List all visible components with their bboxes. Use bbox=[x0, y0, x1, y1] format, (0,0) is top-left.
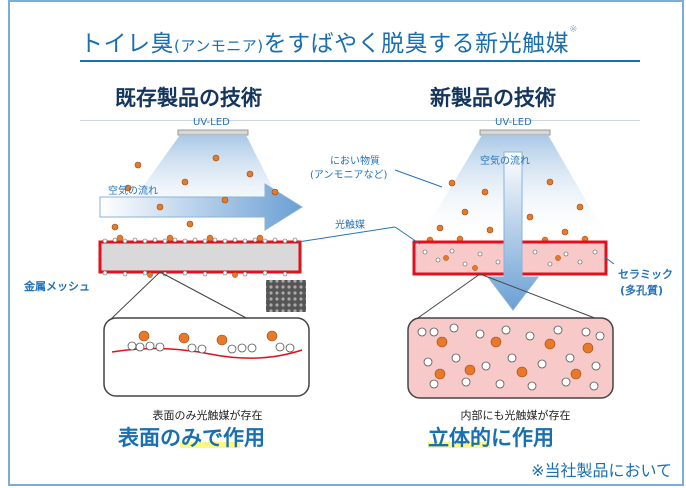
heading-existing: 既存製品の技術 bbox=[115, 86, 262, 110]
ceramic-sublabel: (多孔質) bbox=[620, 284, 664, 297]
metal-mesh-board bbox=[100, 242, 300, 272]
metal-mesh-label: 金属メッシュ bbox=[24, 280, 90, 293]
caption-small-right: 内部にも光触媒が存在 bbox=[460, 409, 571, 422]
uv-led-label-left: UV-LED bbox=[193, 117, 230, 128]
ceramic-label: セラミック bbox=[618, 268, 673, 281]
odor-label: におい物質 bbox=[330, 156, 380, 167]
footnote: ※当社製品において bbox=[531, 461, 672, 480]
caption-big-right: 立体的に作用 bbox=[428, 426, 554, 450]
odor-sublabel: (アンモニアなど) bbox=[310, 170, 388, 181]
airflow-label-left: 空気の流れ bbox=[108, 186, 158, 197]
airflow-label-right: 空気の流れ bbox=[480, 156, 530, 167]
separator-line bbox=[80, 120, 640, 121]
title-underline bbox=[80, 60, 640, 62]
uv-lamp-right bbox=[479, 129, 551, 136]
heading-new: 新製品の技術 bbox=[430, 86, 556, 110]
odor-particles-right bbox=[436, 178, 584, 236]
caption-small-left: 表面のみ光触媒が存在 bbox=[152, 409, 263, 422]
diagram-graphics bbox=[98, 129, 615, 448]
photocatalyst-label: 光触媒 bbox=[335, 220, 365, 231]
caption-big-left: 表面のみで作用 bbox=[118, 426, 265, 450]
uv-led-label-right: UV-LED bbox=[495, 117, 532, 128]
diagram-title: トイレ臭(アンモニア)をすばやく脱臭する新光触媒※ bbox=[80, 24, 578, 57]
mesh-texture-inset bbox=[266, 280, 306, 312]
airflow-arrow-left bbox=[99, 183, 303, 231]
odor-particles-left bbox=[111, 154, 279, 231]
uv-lamp-left bbox=[177, 129, 249, 136]
airflow-arrow-right bbox=[486, 151, 540, 311]
inset-surface-left bbox=[103, 317, 310, 397]
mesh-highlight-box bbox=[98, 240, 302, 274]
diagram-frame: トイレ臭(アンモニア)をすばやく脱臭する新光触媒※ 既存製品の技術 新製品の技術 bbox=[8, 0, 684, 486]
